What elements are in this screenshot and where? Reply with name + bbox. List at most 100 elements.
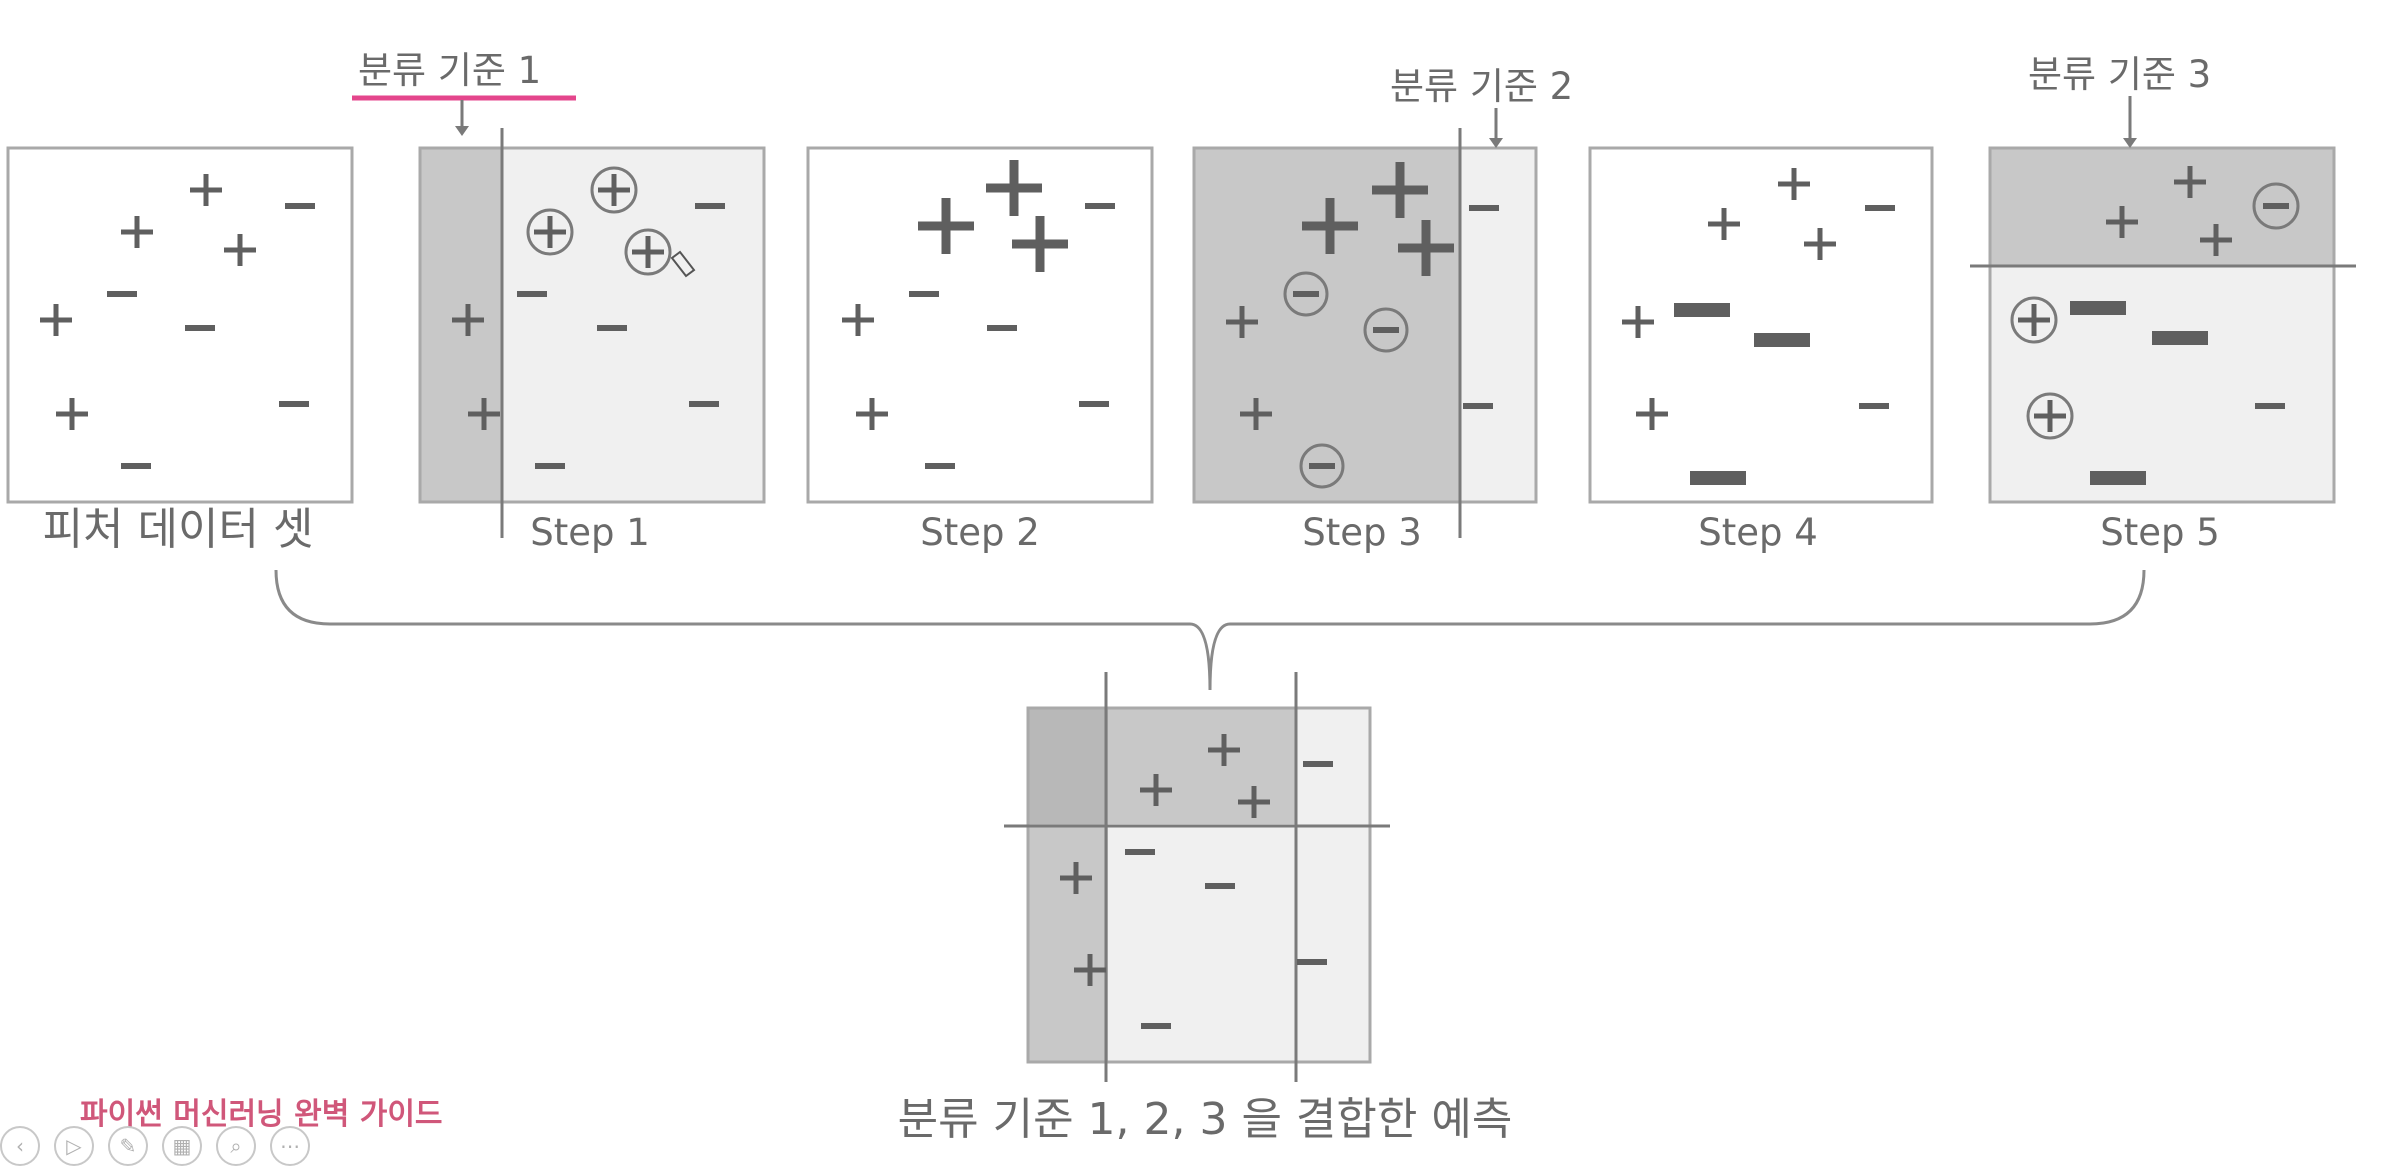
minus-mark (1859, 403, 1889, 409)
plus-highlight-circle (2026, 392, 2074, 440)
back-icon[interactable]: ‹ (0, 1126, 40, 1166)
plus-mark (452, 304, 484, 336)
minus-mark (2255, 403, 2285, 409)
plus-mark (190, 174, 222, 206)
plus-highlight-circle (526, 208, 574, 256)
plus-mark (1240, 398, 1272, 430)
minus-highlight-circle (2252, 182, 2300, 230)
step3-caption: Step 3 (1302, 511, 1422, 554)
step5-panel (1988, 146, 2336, 504)
step4-caption: Step 4 (1698, 511, 1818, 554)
minus-mark (535, 463, 565, 469)
criterion-1-label: 분류 기준 1 (358, 49, 542, 92)
back-glyph: ‹ (16, 1134, 24, 1158)
minus-mark (279, 401, 309, 407)
plus-mark-large (986, 160, 1042, 216)
dataset-caption: 피처 데이터 셋 (42, 504, 314, 555)
criterion-2-label: 분류 기준 2 (1390, 65, 1574, 108)
minus-highlight-circle (1283, 271, 1329, 317)
minus-mark (1303, 761, 1333, 767)
step3-light-region (1460, 148, 1536, 502)
minus-mark (1373, 327, 1399, 333)
plus-mark (632, 236, 664, 268)
minus-highlight-circle (1299, 443, 1345, 489)
more-glyph: ⋯ (280, 1134, 300, 1158)
step1-dark-region (420, 148, 502, 502)
play-glyph: ▷ (66, 1134, 82, 1158)
plus-mark-large (918, 198, 974, 254)
minus-mark-large (2090, 471, 2146, 485)
minus-mark (1309, 463, 1335, 469)
play-icon[interactable]: ▷ (54, 1126, 94, 1166)
minus-mark (1865, 205, 1895, 211)
plus-mark (1708, 208, 1740, 240)
plus-mark (598, 174, 630, 206)
combined-light-right-region (1296, 824, 1370, 1062)
plus-mark-large (1398, 220, 1454, 276)
plus-mark (1622, 306, 1654, 338)
step5-caption: Step 5 (2100, 511, 2220, 554)
plus-mark (1208, 734, 1240, 766)
step2-caption: Step 2 (920, 511, 1040, 554)
step3-panel (1192, 146, 1538, 504)
plus-mark (40, 304, 72, 336)
minus-mark (121, 463, 151, 469)
minus-mark (1205, 883, 1235, 889)
plus-mark (2174, 166, 2206, 198)
criterion-2-arrowhead (1489, 138, 1503, 148)
minus-mark (1463, 403, 1493, 409)
plus-mark (856, 398, 888, 430)
minus-mark (1469, 205, 1499, 211)
minus-mark (987, 325, 1017, 331)
minus-highlight-circle (1363, 307, 1409, 353)
slides-glyph: ▦ (172, 1134, 192, 1158)
minus-mark (107, 291, 137, 297)
plus-mark-large (1372, 162, 1428, 218)
plus-mark (2018, 304, 2050, 336)
minus-mark (185, 325, 215, 331)
slides-icon[interactable]: ▦ (162, 1126, 202, 1166)
presentation-toolbar: ‹ ▷ ✎ ▦ ⌕ ⋯ (0, 1126, 310, 1166)
step2-panel (806, 146, 1154, 504)
plus-mark (1778, 168, 1810, 200)
combining-brace (274, 569, 2146, 691)
plus-mark-large (1012, 216, 1068, 272)
pen-icon[interactable]: ✎ (108, 1126, 148, 1166)
plus-highlight-circle (590, 166, 638, 214)
zoom-icon[interactable]: ⌕ (216, 1126, 256, 1166)
more-icon[interactable]: ⋯ (270, 1126, 310, 1166)
minus-mark (285, 203, 315, 209)
step1-panel (418, 146, 766, 504)
plus-mark (1804, 228, 1836, 260)
plus-mark (1140, 774, 1172, 806)
step5-light-region (1990, 266, 2334, 502)
combined-light-region (1108, 824, 1296, 1062)
plus-mark (842, 304, 874, 336)
plus-mark (1238, 786, 1270, 818)
pen-glyph: ✎ (119, 1134, 137, 1158)
plus-highlight-circle (2010, 296, 2058, 344)
plus-mark (2200, 224, 2232, 256)
plus-mark (56, 398, 88, 430)
plus-mark (2034, 400, 2066, 432)
minus-mark (1085, 203, 1115, 209)
pen-cursor-icon (670, 250, 696, 278)
criterion-1-arrowhead (455, 126, 469, 136)
minus-mark (517, 291, 547, 297)
minus-mark (2263, 203, 2289, 209)
combined-panel (1026, 706, 1372, 1064)
minus-mark (1297, 959, 1327, 965)
minus-mark (597, 325, 627, 331)
plus-mark (534, 216, 566, 248)
minus-mark (909, 291, 939, 297)
criterion-3-label: 분류 기준 3 (2028, 53, 2212, 96)
combined-darkest-region (1028, 708, 1108, 824)
plus-highlight-circle (624, 228, 672, 276)
minus-mark-large (1674, 303, 1730, 317)
combined-dark-top-region (1108, 708, 1296, 824)
minus-mark (689, 401, 719, 407)
step4-panel (1588, 146, 1934, 504)
plus-mark-large (1302, 198, 1358, 254)
